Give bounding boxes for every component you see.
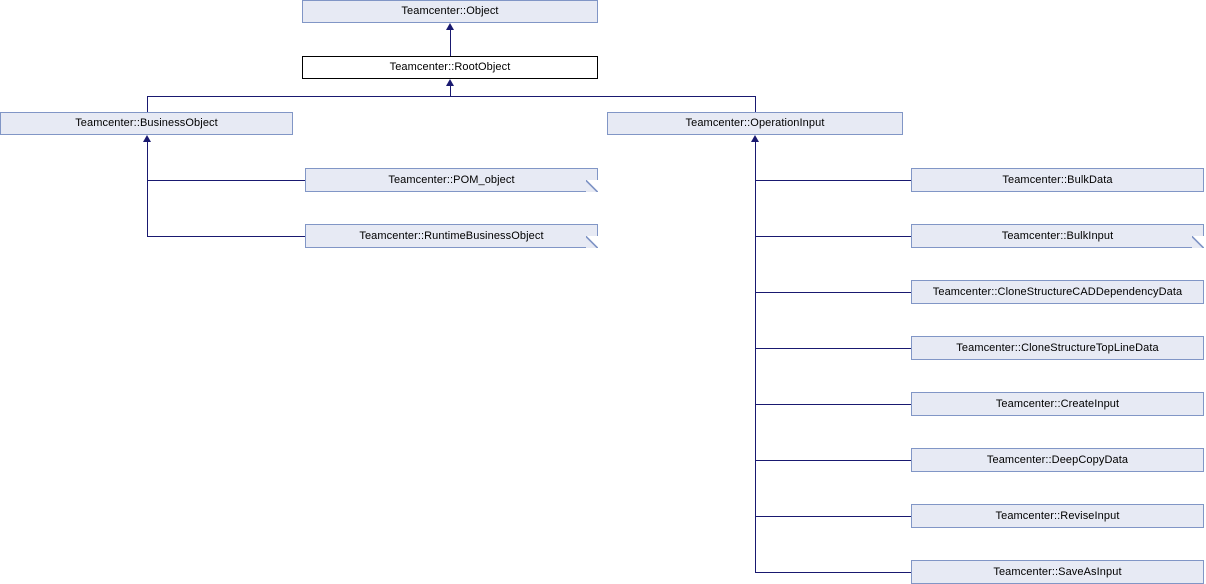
node-label: Teamcenter::CloneStructureCADDependencyD…: [932, 286, 1183, 298]
node-teamcenter-pom-object[interactable]: Teamcenter::POM_object: [305, 168, 598, 192]
node-teamcenter-deepcopydata[interactable]: Teamcenter::DeepCopyData: [911, 448, 1204, 472]
edge-bus-to-businessobject: [147, 96, 148, 112]
edge-rootobject-to-object: [450, 29, 451, 56]
node-label: Teamcenter::POM_object: [388, 174, 515, 186]
edge-operationinput-trunk: [755, 141, 756, 572]
edge-operationinput-to-clonestructuretoplinedata: [755, 348, 911, 349]
edge-rootobject-bus: [147, 96, 755, 97]
node-label: Teamcenter::CreateInput: [995, 398, 1120, 410]
arrowhead-rootobject: [446, 79, 454, 86]
node-teamcenter-runtimebusinessobject[interactable]: Teamcenter::RuntimeBusinessObject: [305, 224, 598, 248]
edge-operationinput-to-createinput: [755, 404, 911, 405]
edge-bus-to-operationinput: [755, 96, 756, 112]
node-teamcenter-clonestructuretoplinedata[interactable]: Teamcenter::CloneStructureTopLineData: [911, 336, 1204, 360]
edge-operationinput-to-bulkdata: [755, 180, 911, 181]
node-teamcenter-businessobject[interactable]: Teamcenter::BusinessObject: [0, 112, 293, 135]
node-teamcenter-saveasinput[interactable]: Teamcenter::SaveAsInput: [911, 560, 1204, 584]
edge-rootobject-riser: [450, 85, 451, 97]
node-teamcenter-bulkinput[interactable]: Teamcenter::BulkInput: [911, 224, 1204, 248]
edge-operationinput-to-deepcopydata: [755, 460, 911, 461]
arrowhead-businessobject: [143, 135, 151, 142]
arrowhead-operationinput: [751, 135, 759, 142]
node-teamcenter-reviseinput[interactable]: Teamcenter::ReviseInput: [911, 504, 1204, 528]
edge-businessobject-to-runtimebusinessobject: [147, 236, 305, 237]
node-teamcenter-clonestructurecaddependencydata[interactable]: Teamcenter::CloneStructureCADDependencyD…: [911, 280, 1204, 304]
node-label: Teamcenter::DeepCopyData: [986, 454, 1129, 466]
node-label: Teamcenter::BusinessObject: [75, 118, 218, 129]
edge-businessobject-to-pomobject: [147, 180, 305, 181]
node-teamcenter-bulkdata[interactable]: Teamcenter::BulkData: [911, 168, 1204, 192]
node-label: Teamcenter::CloneStructureTopLineData: [956, 342, 1159, 354]
node-label: Teamcenter::ReviseInput: [995, 510, 1120, 522]
node-label: Teamcenter::Object: [401, 6, 499, 17]
arrowhead-object: [446, 23, 454, 30]
edge-operationinput-to-reviseinput: [755, 516, 911, 517]
node-label: Teamcenter::BulkInput: [1001, 230, 1114, 242]
node-teamcenter-createinput[interactable]: Teamcenter::CreateInput: [911, 392, 1204, 416]
node-label: Teamcenter::RuntimeBusinessObject: [359, 230, 544, 242]
edge-operationinput-to-clonestructurecaddependencydata: [755, 292, 911, 293]
edge-businessobject-trunk: [147, 141, 148, 236]
node-teamcenter-object[interactable]: Teamcenter::Object: [302, 0, 598, 23]
node-label: Teamcenter::RootObject: [389, 62, 511, 73]
node-teamcenter-operationinput[interactable]: Teamcenter::OperationInput: [607, 112, 903, 135]
edge-operationinput-to-bulkinput: [755, 236, 911, 237]
node-label: Teamcenter::OperationInput: [685, 118, 825, 129]
node-label: Teamcenter::SaveAsInput: [993, 566, 1122, 578]
node-label: Teamcenter::BulkData: [1002, 174, 1113, 186]
edge-operationinput-to-saveasinput: [755, 572, 911, 573]
node-teamcenter-rootobject[interactable]: Teamcenter::RootObject: [302, 56, 598, 79]
